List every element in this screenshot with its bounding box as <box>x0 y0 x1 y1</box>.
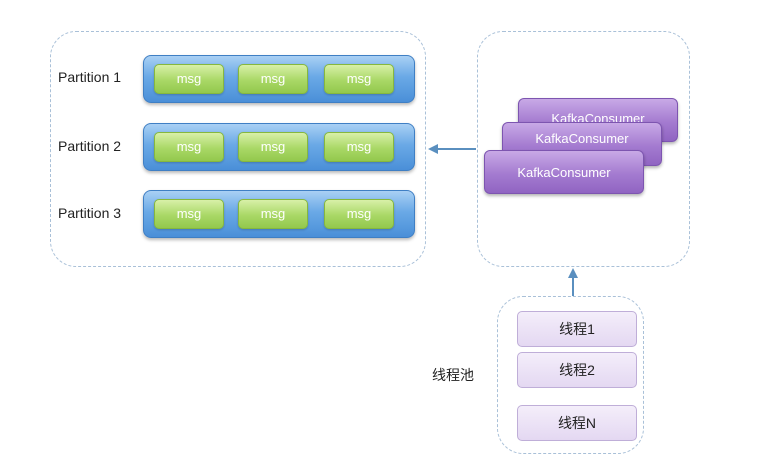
thread-box: 线程1 <box>517 311 637 347</box>
message-box: msg <box>324 64 394 94</box>
message-box: msg <box>154 64 224 94</box>
consumer-label: KafkaConsumer <box>517 165 611 180</box>
partition-bar: msg msg msg <box>143 190 415 238</box>
message-box: msg <box>324 199 394 229</box>
partition-label: Partition 1 <box>58 69 122 85</box>
consumer-card: KafkaConsumer <box>484 150 644 194</box>
thread-box: 线程N <box>517 405 637 441</box>
message-box: msg <box>238 199 308 229</box>
partition-bar: msg msg msg <box>143 123 415 171</box>
partition-bar: msg msg msg <box>143 55 415 103</box>
message-box: msg <box>154 132 224 162</box>
message-box: msg <box>324 132 394 162</box>
thread-pool-label: 线程池 <box>432 367 474 383</box>
partition-label: Partition 2 <box>58 138 122 154</box>
message-box: msg <box>238 132 308 162</box>
consumer-label: KafkaConsumer <box>535 131 629 146</box>
message-box: msg <box>154 199 224 229</box>
partition-label: Partition 3 <box>58 205 122 221</box>
thread-box: 线程2 <box>517 352 637 388</box>
message-box: msg <box>238 64 308 94</box>
